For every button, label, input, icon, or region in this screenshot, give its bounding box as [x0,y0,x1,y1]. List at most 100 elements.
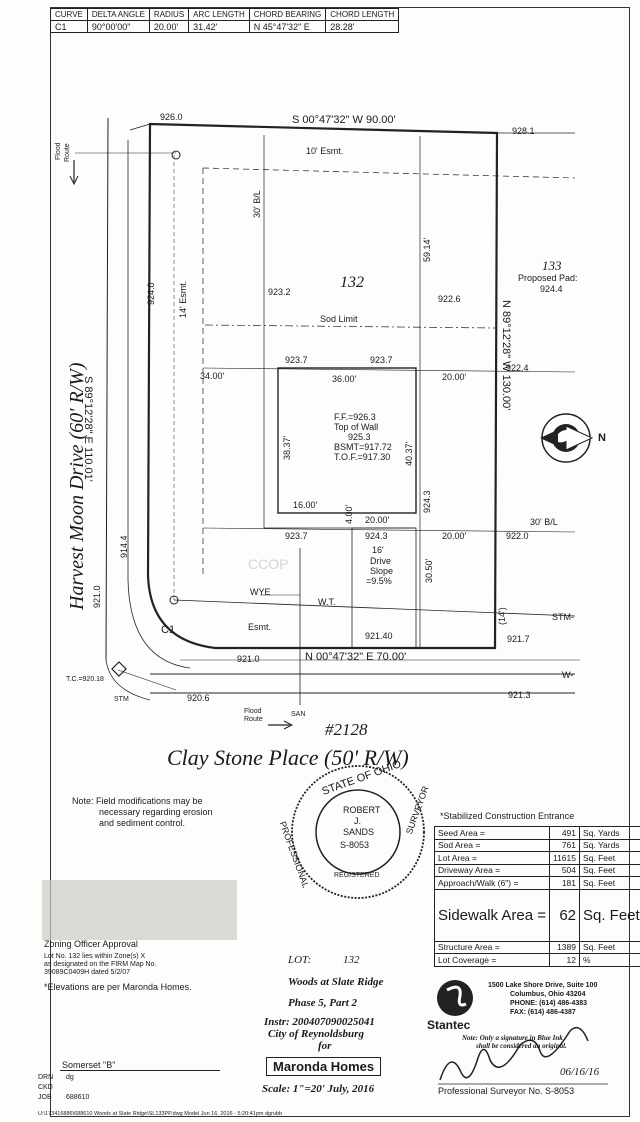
water-label: W- [562,670,574,680]
curve-label: C1 [161,624,176,636]
stats-label: Lot Area = [434,851,550,865]
elev-923-2: 923.2 [268,287,291,297]
stats-unit: Sq. Yards [579,826,640,840]
zoning-line-2: as designated on the FIRM Map No. [44,961,157,968]
subdivision: Woods at Slate Ridge [288,976,384,988]
house-number: #2128 [325,720,368,739]
bl-30-right: 30' B/L [530,517,558,527]
chord-length-cell: 28.28' [325,20,400,33]
elev-921-0-a: 921.0 [92,585,102,608]
seal-registered: REGISTERED [334,872,380,879]
top-of-wall-label: Top of Wall [334,422,379,432]
ckd-label: CKD [38,1084,53,1091]
stats-label: Sidewalk Area = [434,888,550,942]
stats-value: 62 [548,888,581,942]
dim-14: (14') [497,607,507,625]
sig-note-1: Note: Only a signature in Blue Ink [462,1034,563,1042]
elev-922-6: 922.6 [438,294,461,304]
job-block [60,1070,220,1107]
stats-value: 761 [548,838,581,852]
model-name: Somerset "B" [62,1060,116,1070]
instrument: Instr: 200407090025041 [264,1016,375,1028]
san-label: SAN [291,711,306,718]
stats-label: Driveway Area = [434,863,550,877]
curve-table: CURVE DELTA ANGLE RADIUS ARC LENGTH CHOR… [50,8,400,33]
adjacent-lot: 133 [542,258,562,273]
radius-cell: 20.00' [148,20,190,33]
right-bearing: N 89°12'28" W 130.00' [500,300,512,411]
elev-928-1: 928.1 [512,126,535,136]
zoning-line-1: Lot No. 132 lies within Zone(s) X [44,953,146,960]
top-bearing: S 00°47'32" W 90.00' [292,114,396,126]
elev-924-3-a: 924.3 [365,531,388,541]
page-border [50,7,630,1117]
wye-label: WYE [250,587,271,597]
dim-20-00-c: 20.00' [442,531,467,541]
flood-route-1b: Route [64,143,71,162]
job-label: JOB [38,1094,52,1101]
seal-name-3: SANDS [343,827,375,837]
lot-number: 132 [340,274,364,291]
wt-label: W.T. [318,597,336,607]
esmt-label: Esmt. [248,622,272,632]
elev-924-0: 924.0 [146,282,156,305]
proposed-pad-label: Proposed Pad: [518,273,578,283]
top-of-wall-value: 925.3 [348,432,371,442]
job-value: 688610 [66,1094,90,1101]
dim-38-37: 38.37' [282,435,292,460]
elevations-note: *Elevations are per Maronda Homes. [44,982,192,992]
seal-name-2: J. [354,816,362,826]
sod-limit: Sod Limit [320,314,358,324]
street-harvest-moon: Harvest Moon Drive (60' R/W) [66,362,88,610]
bottom-bearing: N 00°47'32" E 70.00' [305,651,407,663]
stats-title: *Stabilized Construction Entrance [440,811,575,821]
lot-value: 132 [343,954,360,966]
proposed-pad-value: 924.4 [540,284,563,294]
dim-34-00: 34.00' [200,371,225,381]
firm-phone: PHONE: (614) 486-4383 [510,1000,588,1007]
elev-921-40: 921.40 [365,631,393,641]
scale-date: Scale: 1"=20' July, 2016 [262,1083,375,1095]
street-clay-stone: Clay Stone Place (50' R/W) [167,745,409,770]
dim-59-14: 59.14' [422,237,432,262]
dim-36-00: 36.00' [332,374,357,384]
stats-label: Seed Area = [434,826,550,840]
field-note-3: and sediment control. [99,818,186,828]
lot-label: LOT: [288,954,312,966]
dim-30-50: 30.50' [424,558,434,583]
arc-cell: 31.42' [188,20,250,33]
stats-label: Approach/Walk (6") = [434,876,550,890]
seal-name-1: ROBERT [343,805,381,815]
bl-30-top: 30' B/L [252,190,262,218]
sig-date: 06/16/16 [560,1066,600,1078]
client-name: Maronda Homes [266,1057,382,1076]
stats-value: 12 [548,953,581,967]
elev-921-7: 921.7 [507,634,530,644]
surveyor-seal [291,765,425,899]
flood-route-1a: Flood [55,142,62,160]
ff-elev: F.F.=926.3 [334,412,376,422]
stats-label: Lot Coverage = [434,953,550,967]
elev-923-7-c: 923.7 [285,531,308,541]
slope-value: =9.5% [366,576,392,586]
surveyor-number: Professional Surveyor No. S-8053 [438,1086,575,1096]
elev-914-4: 914.4 [119,535,129,558]
esmt-14: 14' Esmt. [178,280,188,318]
compass-n-label: N [598,432,606,444]
zoning-title: Zoning Officer Approval [44,939,138,949]
watermark: CCOP [248,556,289,572]
stats-unit: Sq. Feet [579,863,640,877]
zoning-line-3: 39089C0409H dated 5/2/07 [44,969,131,976]
stats-value: 11615 [548,851,581,865]
elev-924-3-b: 924.3 [422,490,432,513]
north-arrow-icon [540,413,594,463]
firm-name: Stantec [427,1018,471,1032]
dim-20-00-b: 20.00' [365,515,390,525]
dim-40-37: 40.37' [404,441,414,466]
elev-922-4: 922.4 [506,363,529,373]
stats-unit: % [579,953,640,967]
stats-unit: Sq. Feet [579,876,640,890]
elev-923-7-a: 923.7 [285,355,308,365]
